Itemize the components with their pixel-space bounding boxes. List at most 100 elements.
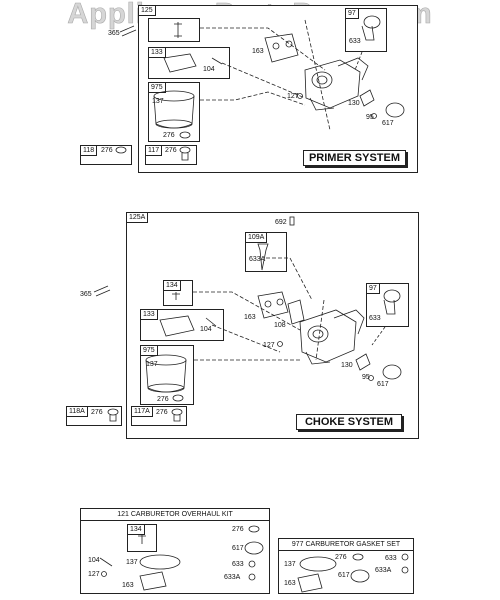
primer-130-label: 130 bbox=[348, 100, 360, 107]
choke-washer-icon bbox=[277, 341, 283, 347]
choke-seal-icon bbox=[368, 375, 374, 381]
choke-shaft-icon bbox=[257, 243, 269, 271]
choke-bowl-icon bbox=[145, 354, 187, 366]
primer-365-label: 365 bbox=[108, 30, 120, 37]
primer-bowl-icon bbox=[153, 90, 195, 102]
primer-leader-line bbox=[200, 91, 306, 106]
choke-118a-tag: 118A bbox=[66, 406, 88, 417]
choke-plate-icon bbox=[287, 299, 305, 325]
choke-134-icon bbox=[172, 292, 180, 300]
primer-127-label: 127 bbox=[287, 93, 299, 100]
choke-633-label: 633 bbox=[369, 315, 381, 322]
overhaul-kit-frame: 121 CARBURETOR OVERHAUL KIT bbox=[80, 508, 270, 594]
overhaul-137-icon bbox=[139, 554, 181, 570]
choke-97-tag: 97 bbox=[366, 283, 380, 294]
overhaul-163-label: 163 bbox=[122, 582, 134, 589]
choke-95-label: 95 bbox=[362, 374, 370, 381]
primer-104-label: 104 bbox=[203, 66, 215, 73]
gasket-276-label: 276 bbox=[335, 554, 347, 561]
choke-frame-tag: 125A bbox=[126, 212, 149, 223]
primer-975-tag: 975 bbox=[148, 82, 166, 93]
overhaul-104-label: 104 bbox=[88, 557, 100, 564]
gasket-633a-label: 633A bbox=[375, 567, 392, 574]
choke-130-label: 130 bbox=[341, 362, 353, 369]
choke-117a-part-label: 276 bbox=[156, 409, 168, 416]
primer-617-label: 617 bbox=[382, 120, 394, 127]
primer-nut-icon bbox=[179, 131, 191, 139]
overhaul-617-label: 617 bbox=[232, 545, 244, 552]
primer-float-icon bbox=[163, 53, 197, 73]
choke-nut-icon bbox=[172, 394, 184, 402]
gasket-617-label: 617 bbox=[338, 572, 350, 579]
overhaul-633-label: 633 bbox=[232, 561, 244, 568]
overhaul-kit-title: 121 CARBURETOR OVERHAUL KIT bbox=[81, 509, 269, 521]
gasket-633a-icon bbox=[401, 566, 409, 574]
overhaul-104-icon bbox=[99, 557, 113, 567]
choke-leader-line bbox=[193, 291, 301, 331]
overhaul-617-icon bbox=[244, 541, 264, 555]
choke-oring-icon bbox=[382, 364, 402, 380]
choke-118a-nut-icon bbox=[107, 408, 119, 416]
choke-118a-part-label: 276 bbox=[91, 409, 103, 416]
primer-system-label: PRIMER SYSTEM bbox=[303, 150, 406, 166]
gasket-163-label: 163 bbox=[284, 580, 296, 587]
choke-692-label: 692 bbox=[275, 219, 287, 226]
overhaul-134-tag: 134 bbox=[127, 524, 145, 535]
choke-633a-label: 633A bbox=[249, 256, 266, 263]
choke-133-tag: 133 bbox=[140, 309, 158, 320]
choke-692-pin-icon bbox=[289, 216, 295, 226]
overhaul-276-label: 276 bbox=[232, 526, 244, 533]
choke-163-label: 163 bbox=[244, 314, 256, 321]
overhaul-633a-icon bbox=[248, 573, 256, 581]
primer-leader-line bbox=[304, 19, 331, 131]
primer-117-nut-icon bbox=[179, 146, 191, 154]
choke-gasket-icon bbox=[257, 291, 289, 319]
choke-throttle-icon bbox=[355, 353, 371, 371]
primer-95-label: 95 bbox=[366, 114, 374, 121]
primer-118-tag: 118 bbox=[80, 145, 98, 156]
primer-137-label: 137 bbox=[152, 98, 164, 105]
choke-975-tag: 975 bbox=[140, 345, 158, 356]
primer-upper-box bbox=[148, 18, 200, 42]
choke-104-label: 104 bbox=[200, 326, 212, 333]
primer-117-part-label: 276 bbox=[165, 147, 177, 154]
choke-bulb-icon bbox=[383, 289, 401, 303]
primer-oring-icon bbox=[385, 102, 405, 118]
overhaul-633a-label: 633A bbox=[224, 574, 241, 581]
choke-137-label: 137 bbox=[146, 361, 158, 368]
primer-leader-line bbox=[200, 27, 326, 71]
choke-leader-line bbox=[211, 324, 281, 353]
primer-118-nut-icon bbox=[115, 146, 127, 154]
choke-leader-line bbox=[371, 326, 386, 346]
choke-108-label: 108 bbox=[274, 322, 286, 329]
primer-leader-line bbox=[221, 62, 306, 99]
choke-leader-line bbox=[266, 257, 313, 301]
choke-system-label: CHOKE SYSTEM bbox=[296, 414, 402, 430]
gasket-163-icon bbox=[297, 573, 323, 593]
primer-pin-icon bbox=[174, 22, 182, 38]
overhaul-127-label: 127 bbox=[88, 571, 100, 578]
overhaul-276-icon bbox=[248, 525, 260, 533]
gasket-set-title: 977 CARBURETOR GASKET SET bbox=[279, 539, 413, 551]
primer-117-tag: 117 bbox=[145, 145, 163, 156]
gasket-617-icon bbox=[350, 569, 370, 583]
choke-117a-nut-icon bbox=[171, 408, 183, 416]
primer-gasket-icon bbox=[264, 33, 299, 63]
primer-seal-icon bbox=[371, 113, 377, 119]
primer-washer-icon bbox=[297, 93, 303, 99]
gasket-633-icon bbox=[401, 553, 409, 561]
gasket-137-label: 137 bbox=[284, 561, 296, 568]
overhaul-633-icon bbox=[248, 560, 256, 568]
primer-screw-icon bbox=[119, 25, 137, 37]
overhaul-137-label: 137 bbox=[126, 559, 138, 566]
gasket-137-icon bbox=[299, 556, 337, 572]
choke-117a-tag: 117A bbox=[131, 406, 153, 417]
overhaul-127-icon bbox=[101, 571, 107, 577]
primer-carburetor-icon bbox=[304, 57, 369, 111]
choke-carburetor-icon bbox=[299, 309, 365, 365]
primer-97-tag: 97 bbox=[345, 8, 359, 19]
primer-118-part-label: 276 bbox=[101, 147, 113, 154]
primer-leader-line bbox=[354, 51, 363, 71]
choke-109a-tag: 109A bbox=[245, 232, 268, 243]
choke-134-tag: 134 bbox=[163, 280, 181, 291]
